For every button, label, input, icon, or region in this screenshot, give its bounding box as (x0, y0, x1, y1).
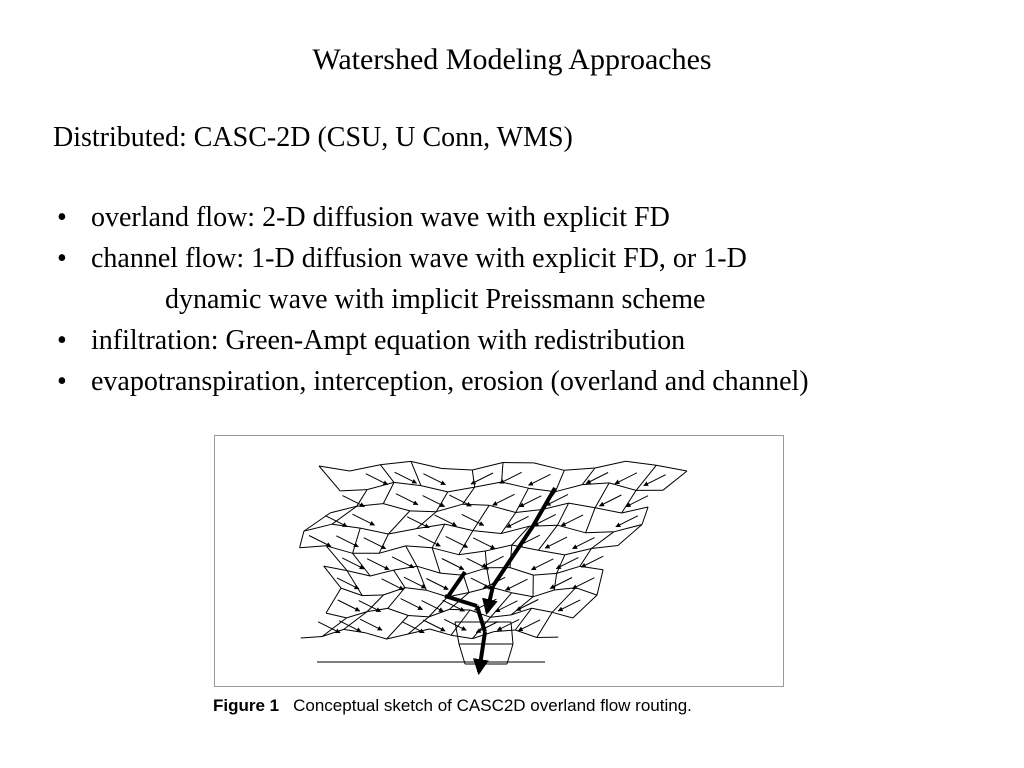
bullet-dot: • (57, 366, 67, 397)
channel-flow-arrows (444, 486, 557, 676)
figure-caption-text: Conceptual sketch of CASC2D overland flo… (293, 696, 692, 715)
bullet-text: channel flow: 1-D diffusion wave with ex… (91, 243, 747, 274)
slide-title: Watershed Modeling Approaches (312, 43, 712, 76)
bullet-text: overland flow: 2-D diffusion wave with e… (91, 202, 670, 233)
figure-label: Figure 1 (213, 696, 280, 715)
bullet-dot: • (57, 202, 67, 233)
bullet-item: • infiltration: Green-Ampt equation with… (57, 320, 997, 361)
grid-cells (299, 460, 688, 665)
figure-caption: Figure 1 Conceptual sketch of CASC2D over… (213, 695, 692, 717)
slide-subtitle: Distributed: CASC-2D (CSU, U Conn, WMS) (53, 122, 573, 153)
bullet-item: • channel flow: 1-D diffusion wave with … (57, 238, 997, 320)
bullet-text: infiltration: Green-Ampt equation with r… (91, 325, 686, 356)
overland-flow-sketch (299, 460, 688, 676)
bullet-dot: • (57, 243, 67, 274)
bullet-dot: • (57, 325, 67, 356)
bullet-continuation: dynamic wave with implicit Preissmann sc… (165, 284, 706, 315)
bullet-item: • evapotranspiration, interception, eros… (57, 361, 997, 402)
flow-arrows (308, 471, 666, 634)
bullet-list: • overland flow: 2-D diffusion wave with… (57, 197, 997, 402)
bullet-item: • overland flow: 2-D diffusion wave with… (57, 197, 997, 238)
figure-image (214, 435, 784, 687)
bullet-text: evapotranspiration, interception, erosio… (91, 366, 809, 397)
